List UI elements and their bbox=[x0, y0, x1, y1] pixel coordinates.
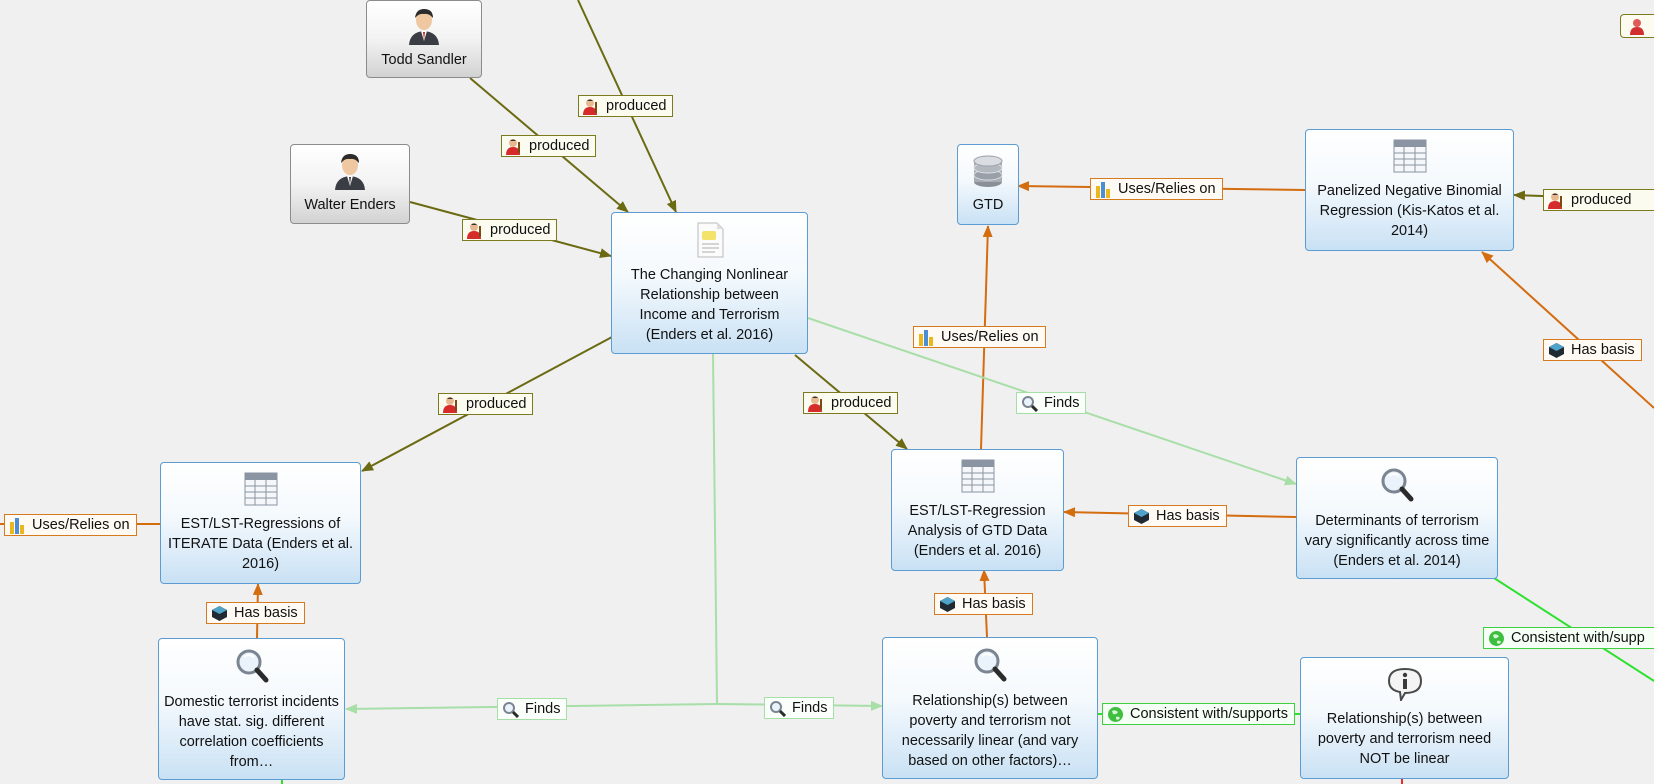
edge-label-produced[interactable]: produced bbox=[501, 135, 597, 157]
node-est-gtd-analysis[interactable]: EST/LST-Regression Analysis of GTD Data … bbox=[891, 449, 1064, 571]
person-red-icon bbox=[583, 98, 597, 115]
node-todd-sandler[interactable]: Todd Sandler bbox=[366, 0, 482, 78]
database-icon bbox=[973, 155, 1003, 187]
node-label: Relationship(s) between poverty and terr… bbox=[1317, 711, 1492, 767]
table-icon bbox=[961, 459, 994, 493]
edge-label-produced[interactable]: produced bbox=[438, 393, 534, 415]
edge-label-finds[interactable]: Finds bbox=[1016, 392, 1087, 414]
edge-label-consistent-with-supports[interactable]: Consistent with/supports bbox=[1102, 703, 1295, 725]
node-offscreen-top-right[interactable] bbox=[1620, 14, 1654, 38]
edge-offright-panelized-basis[interactable] bbox=[1481, 251, 1654, 409]
edge-changing-finds-trunk[interactable] bbox=[712, 353, 718, 705]
edge-label-uses-relies-on[interactable]: Uses/Relies on bbox=[4, 514, 137, 536]
node-relationship-poverty[interactable]: Relationship(s) between poverty and terr… bbox=[882, 637, 1098, 779]
edge-label-finds[interactable]: Finds bbox=[497, 698, 568, 720]
cube-icon bbox=[1549, 342, 1564, 358]
node-label: The Changing Nonlinear Relationship betw… bbox=[630, 267, 789, 343]
node-label: Walter Enders bbox=[304, 197, 396, 213]
edge-label-finds[interactable]: Finds bbox=[764, 697, 835, 719]
edge-label-uses-relies-on[interactable]: Uses/Relies on bbox=[913, 326, 1046, 348]
node-walter-enders[interactable]: Walter Enders bbox=[290, 144, 410, 224]
node-label: GTD bbox=[972, 197, 1004, 213]
magnifier-icon bbox=[236, 649, 268, 683]
edge-label-produced[interactable]: produced bbox=[1543, 189, 1654, 211]
cube-icon bbox=[940, 596, 955, 612]
magnifier-icon bbox=[974, 648, 1007, 682]
person-red-icon bbox=[506, 138, 520, 155]
edge-label-has-basis[interactable]: Has basis bbox=[1543, 339, 1642, 361]
edge-label-produced[interactable]: produced bbox=[803, 392, 899, 414]
person-red-icon bbox=[1548, 192, 1562, 209]
node-label: Panelized Negative Binomial Regression (… bbox=[1317, 183, 1502, 239]
person-red-icon bbox=[1630, 19, 1644, 35]
magnifier-icon bbox=[770, 700, 786, 717]
bars-icon bbox=[919, 329, 933, 346]
globe-icon bbox=[1108, 706, 1123, 722]
node-label: Relationship(s) between poverty and terr… bbox=[901, 693, 1079, 769]
node-label: Domestic terrorist incidents have stat. … bbox=[164, 694, 339, 770]
edge-label-consistent-with-supports[interactable]: Consistent with/supp bbox=[1483, 627, 1654, 649]
table-icon bbox=[244, 472, 277, 506]
edge-label-produced[interactable]: produced bbox=[462, 219, 558, 241]
magnifier-icon bbox=[1022, 395, 1038, 412]
node-relationship-need[interactable]: Relationship(s) between poverty and terr… bbox=[1300, 657, 1509, 779]
cube-icon bbox=[212, 605, 227, 621]
node-gtd[interactable]: GTD bbox=[957, 144, 1019, 225]
magnifier-icon bbox=[503, 701, 519, 718]
node-domestic-incidents[interactable]: Domestic terrorist incidents have stat. … bbox=[158, 638, 345, 780]
cube-icon bbox=[1134, 508, 1149, 524]
node-changing-nonlinear[interactable]: The Changing Nonlinear Relationship betw… bbox=[611, 212, 808, 354]
node-iterate-regressions[interactable]: EST/LST-Regressions of ITERATE Data (End… bbox=[160, 462, 361, 584]
node-label: EST/LST-Regression Analysis of GTD Data … bbox=[907, 503, 1048, 559]
node-label: EST/LST-Regressions of ITERATE Data (End… bbox=[167, 516, 354, 572]
info-icon bbox=[1387, 667, 1422, 701]
node-label: Determinants of terrorism vary significa… bbox=[1304, 513, 1490, 569]
bars-icon bbox=[1096, 181, 1110, 198]
person-red-icon bbox=[443, 396, 457, 413]
node-panelized[interactable]: Panelized Negative Binomial Regression (… bbox=[1305, 129, 1514, 251]
person-icon bbox=[335, 154, 365, 190]
person-red-icon bbox=[808, 395, 822, 412]
person-icon bbox=[409, 9, 439, 45]
document-icon bbox=[697, 222, 723, 258]
edge-label-produced[interactable]: produced bbox=[578, 95, 674, 117]
bars-icon bbox=[10, 517, 24, 534]
magnifier-icon bbox=[1381, 468, 1414, 502]
table-icon bbox=[1393, 139, 1426, 173]
globe-icon bbox=[1489, 630, 1504, 646]
node-determinants[interactable]: Determinants of terrorism vary significa… bbox=[1296, 457, 1498, 579]
edge-label-has-basis[interactable]: Has basis bbox=[934, 593, 1033, 615]
edge-label-has-basis[interactable]: Has basis bbox=[206, 602, 305, 624]
edge-label-has-basis[interactable]: Has basis bbox=[1128, 505, 1227, 527]
person-red-icon bbox=[467, 222, 481, 239]
edge-label-uses-relies-on[interactable]: Uses/Relies on bbox=[1090, 178, 1223, 200]
node-label: Todd Sandler bbox=[381, 52, 467, 68]
